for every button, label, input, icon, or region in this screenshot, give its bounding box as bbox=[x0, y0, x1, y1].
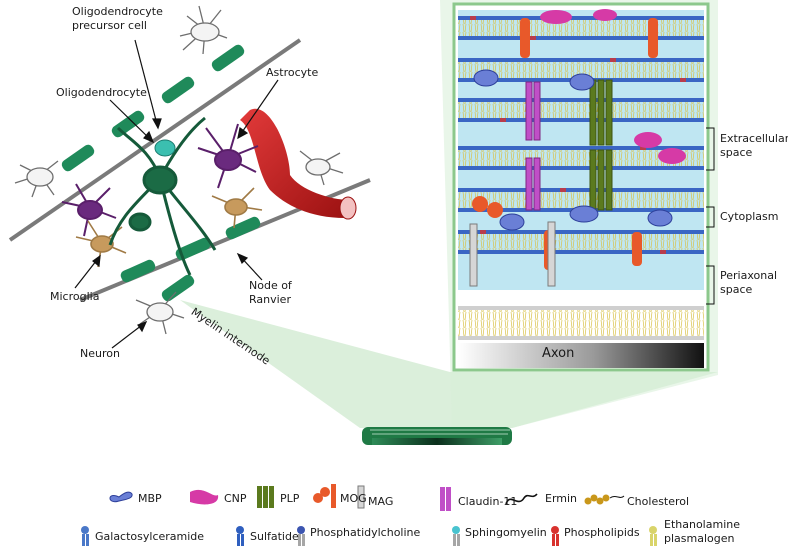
plp-proteins bbox=[589, 79, 613, 211]
astrocyte-cells bbox=[61, 123, 259, 237]
legend-claudin-11: Claudin-11 bbox=[458, 495, 518, 508]
neuron-cells bbox=[14, 5, 344, 335]
axon-bar bbox=[458, 343, 704, 368]
sulfatide-icon bbox=[236, 526, 244, 546]
cell-cluster bbox=[8, 5, 371, 335]
legend-mog: MOG bbox=[340, 492, 367, 505]
plp-icon bbox=[257, 486, 274, 508]
legend-phospholipids: Phospholipids bbox=[564, 526, 640, 539]
microglia-cells bbox=[75, 187, 263, 268]
mag-icon bbox=[357, 485, 365, 509]
label-opc: Oligodendrocyte precursor cell bbox=[72, 5, 163, 32]
claudin-icon bbox=[440, 487, 451, 511]
legend-mag: MAG bbox=[368, 495, 394, 508]
legend-icons bbox=[81, 484, 657, 546]
ethanolamine-plasmalogen-icon bbox=[649, 526, 657, 546]
mag-proteins bbox=[469, 221, 556, 287]
label-oligodendrocyte: Oligodendrocyte bbox=[56, 86, 147, 99]
cnp-icon bbox=[190, 489, 219, 505]
oligodendrocyte-cells bbox=[108, 116, 217, 276]
legend-sulfatide: Sulfatide bbox=[250, 530, 299, 543]
legend-ethanolamine-plasmalogen: Ethanolamine plasmalogen bbox=[664, 518, 740, 545]
mog-icon bbox=[313, 484, 336, 508]
legend-cnp: CNP bbox=[224, 492, 247, 505]
label-node-of-ranvier: Node of Ranvier bbox=[249, 279, 292, 306]
label-cytoplasm: Cytoplasm bbox=[720, 210, 779, 223]
phospholipids-icon bbox=[551, 526, 559, 546]
label-extracellular-space: Extracellular space bbox=[720, 132, 788, 159]
lipid-bilayers bbox=[458, 16, 704, 254]
label-astrocyte: Astrocyte bbox=[266, 66, 319, 79]
opc-cell bbox=[154, 139, 176, 157]
myelinated-fiber bbox=[362, 427, 512, 445]
claudin-proteins bbox=[525, 81, 541, 211]
mbp-icon bbox=[109, 491, 133, 503]
legend-sphingomyelin: Sphingomyelin bbox=[465, 526, 547, 539]
phosphatidylcholine-icon bbox=[297, 526, 305, 546]
legend-galactosylceramide: Galactosylceramide bbox=[95, 530, 205, 543]
sphingomyelin-icon bbox=[452, 526, 460, 546]
label-axon: Axon bbox=[542, 346, 575, 361]
label-neuron: Neuron bbox=[80, 347, 120, 360]
cholesterol-icon bbox=[584, 494, 625, 505]
ermin-icon bbox=[505, 493, 538, 505]
cnp-proteins bbox=[540, 9, 686, 164]
label-microglia: Microglia bbox=[50, 290, 100, 303]
legend-mbp: MBP bbox=[138, 492, 162, 505]
galactosylceramide-icon bbox=[81, 526, 89, 546]
legend-phosphatidylcholine: Phosphatidylcholine bbox=[310, 526, 421, 539]
label-periaxonal-space: Periaxonal space bbox=[720, 269, 777, 296]
legend-plp: PLP bbox=[280, 492, 300, 505]
legend-cholesterol: Cholesterol bbox=[627, 495, 690, 508]
red-axon bbox=[240, 108, 350, 218]
label-arrows bbox=[74, 39, 279, 349]
membrane-zoom-panel bbox=[452, 2, 715, 372]
region-brackets bbox=[706, 127, 715, 305]
legend-ermin: Ermin bbox=[545, 492, 578, 505]
axonal-membrane bbox=[458, 308, 704, 338]
mbp-proteins bbox=[473, 69, 673, 231]
